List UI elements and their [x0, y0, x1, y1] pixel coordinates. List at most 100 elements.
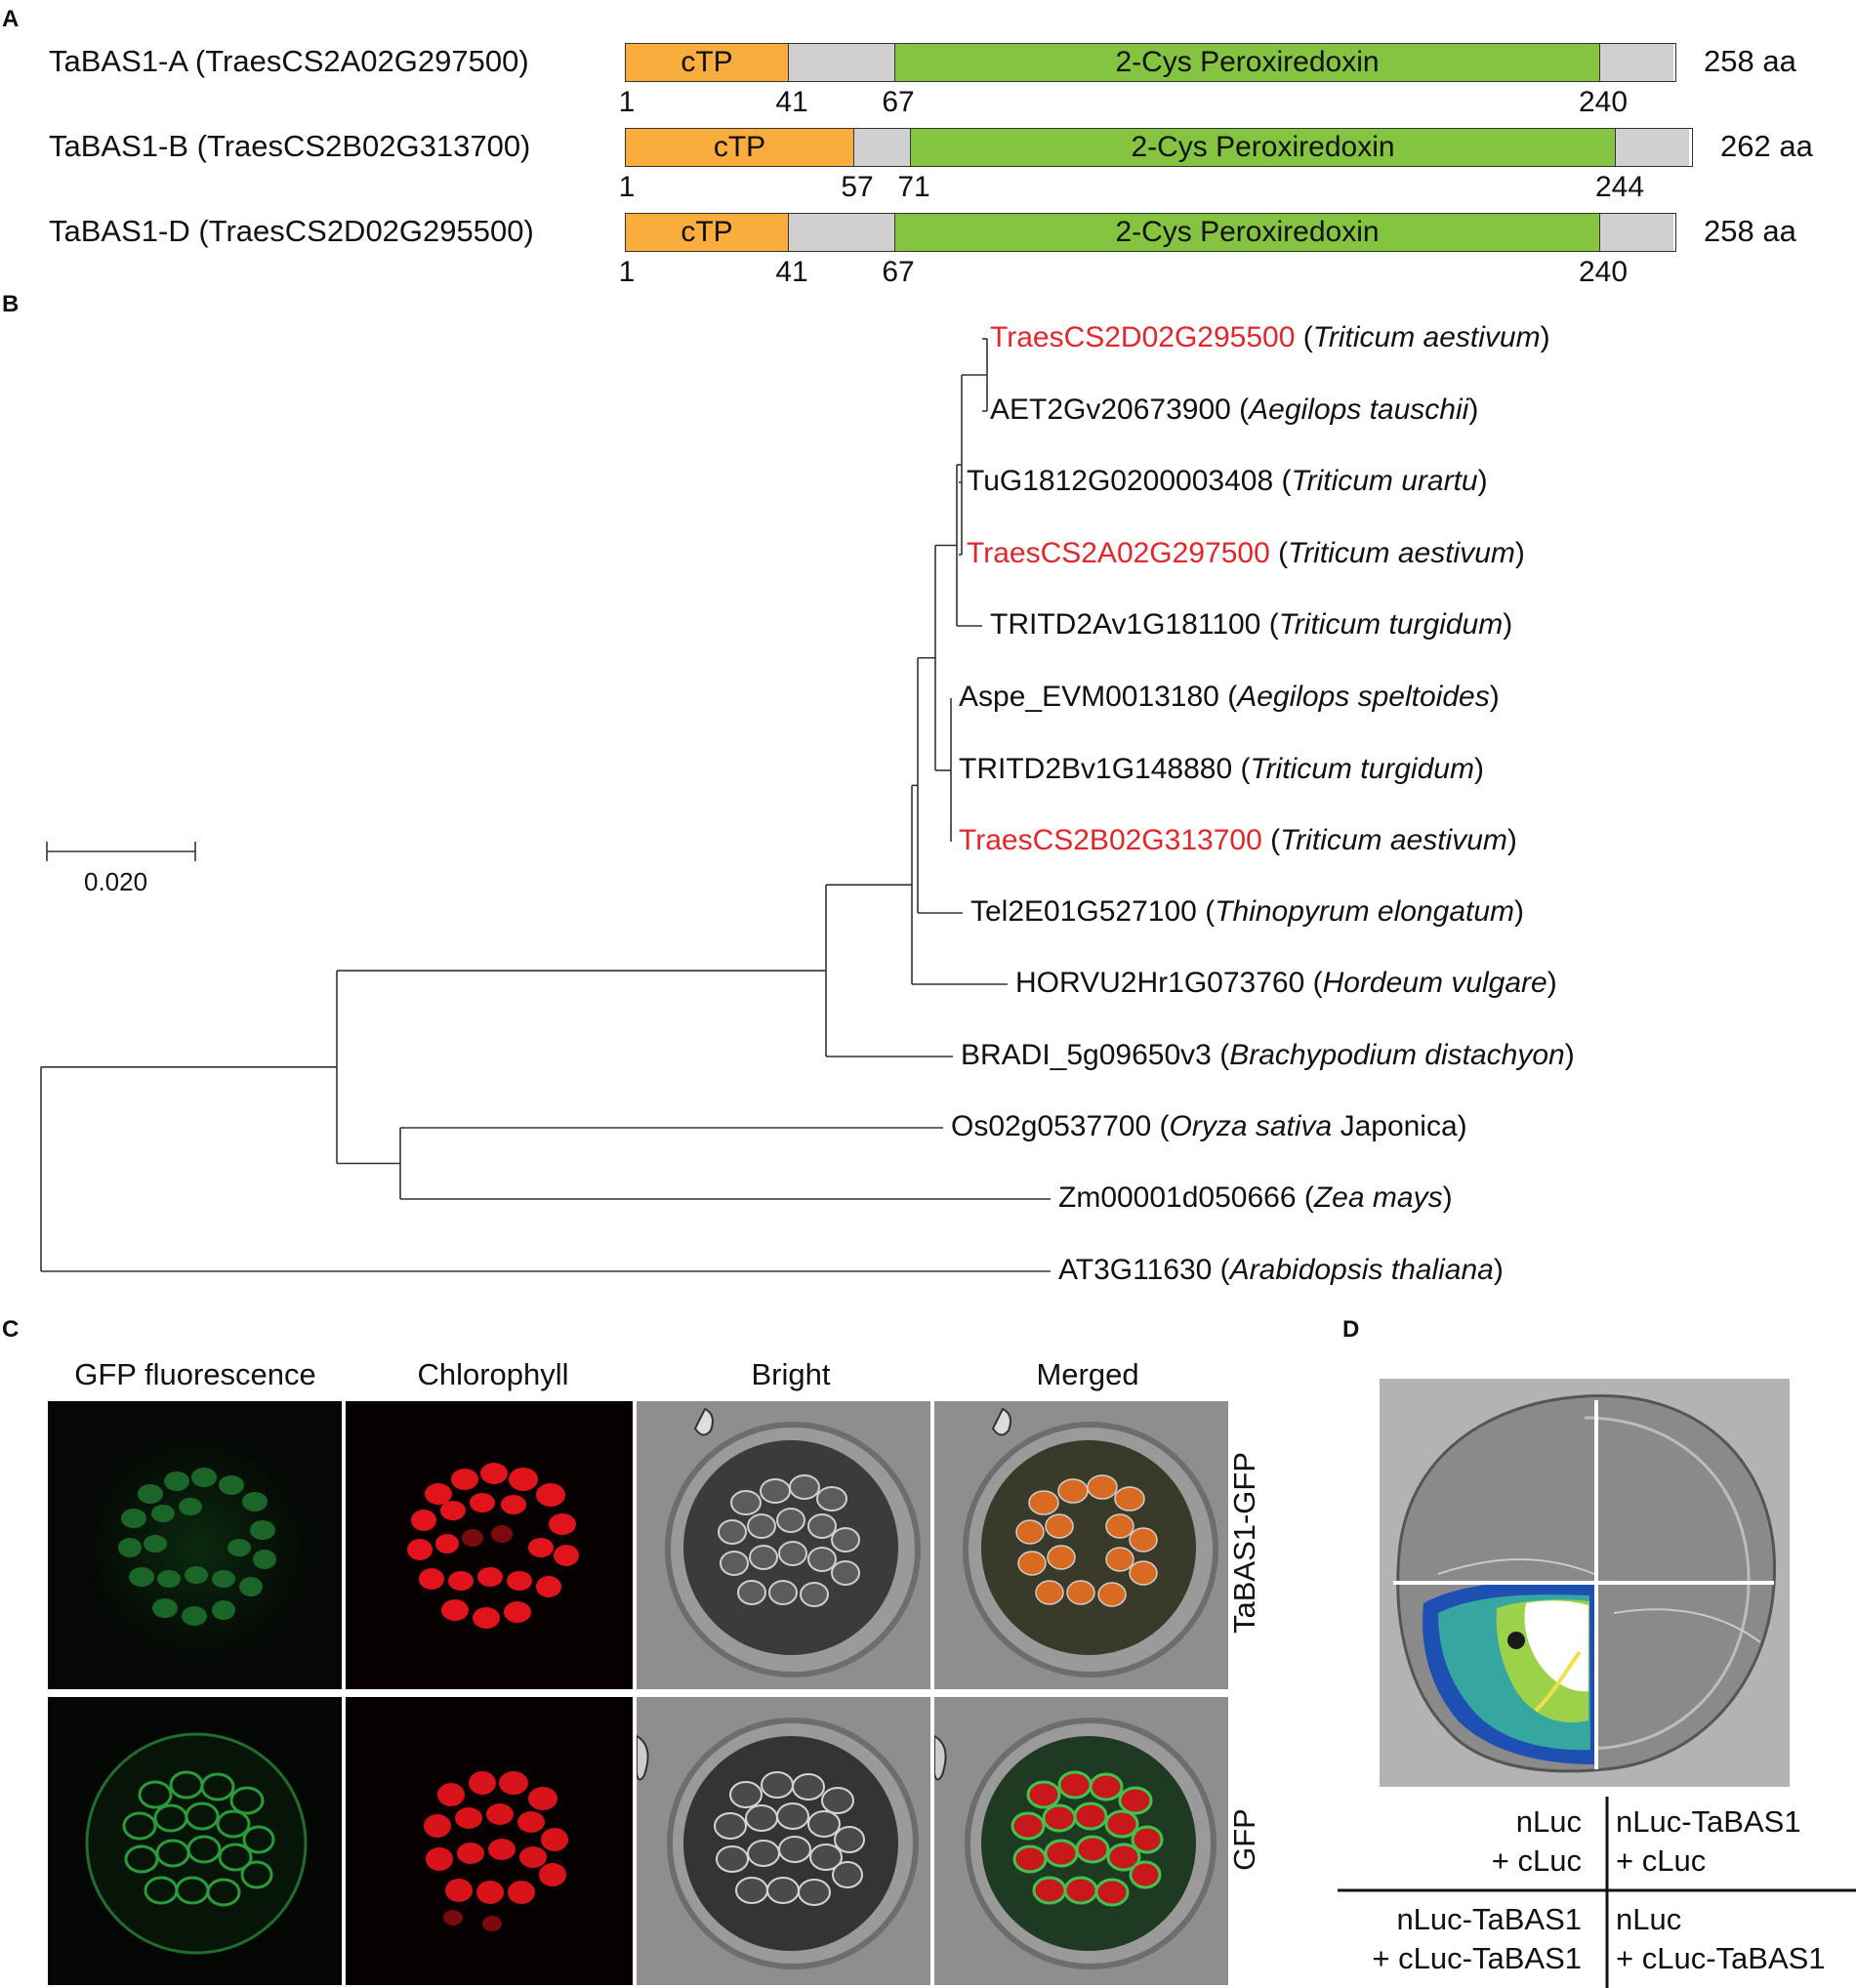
- micrograph-gfp-chlorophyll: [346, 1697, 633, 1985]
- panel-label-d: D: [1342, 1316, 1360, 1343]
- c-terminal-region: [1600, 214, 1673, 251]
- column-header-chlorophyll: Chlorophyll: [417, 1357, 569, 1391]
- combo-bottom-left-line2: + cLuc-TaBAS1: [1372, 1941, 1582, 1976]
- species-name: Triticum aestivum: [1280, 824, 1507, 856]
- micrograph-tabas1-gfp-chlorophyll: [346, 1401, 633, 1689]
- tree-leaf-label: TraesCS2D02G295500 (Triticum aestivum): [990, 321, 1550, 353]
- c-terminal-region: [1600, 44, 1673, 81]
- panel-label-b: B: [2, 291, 20, 317]
- combo-bottom-left-line1: nLuc-TaBAS1: [1396, 1902, 1582, 1936]
- tree-leaf-label: TraesCS2A02G297500 (Triticum aestivum): [967, 537, 1525, 569]
- combo-top-left-line2: + cLuc: [1491, 1843, 1582, 1879]
- micrograph-tabas1-gfp-bright: [637, 1401, 930, 1689]
- gene-id: BRADI_5g09650v3: [961, 1039, 1212, 1071]
- column-header-merged: Merged: [1036, 1357, 1139, 1391]
- species-name: Arabidopsis thaliana: [1229, 1254, 1494, 1286]
- combo-top-left: nLuc + cLuc: [1338, 1802, 1582, 1882]
- combo-top-left-line1: nLuc: [1515, 1804, 1582, 1839]
- gene-label: TaBAS1-B (TraesCS2B02G313700): [49, 129, 531, 163]
- ctp-domain: cTP: [626, 129, 854, 166]
- column-header-bright: Bright: [751, 1357, 831, 1391]
- gene-label: TaBAS1-D (TraesCS2D02G295500): [49, 214, 534, 248]
- tree-leaf-label: BRADI_5g09650v3 (Brachypodium distachyon…: [961, 1039, 1575, 1071]
- peroxiredoxin-domain: 2-Cys Peroxiredoxin: [895, 44, 1600, 81]
- species-name: Aegilops speltoides: [1237, 681, 1490, 713]
- species-name: Hordeum vulgare: [1322, 967, 1547, 999]
- linker-region: [789, 44, 895, 81]
- species-name: Triticum turgidum: [1278, 608, 1504, 641]
- gene-label: TaBAS1-A (TraesCS2A02G297500): [49, 44, 529, 78]
- gene-id: TraesCS2A02G297500: [967, 537, 1270, 569]
- protein-length: 258 aa: [1704, 44, 1796, 78]
- gene-id: HORVU2Hr1G073760: [1015, 967, 1305, 999]
- residue-position: 71: [897, 171, 930, 203]
- ctp-domain: cTP: [626, 44, 789, 81]
- peroxiredoxin-domain: 2-Cys Peroxiredoxin: [911, 129, 1616, 166]
- c-terminal-region: [1616, 129, 1689, 166]
- gene-id: Os02g0537700: [951, 1110, 1152, 1142]
- tree-leaf-label: Aspe_EVM0013180 (Aegilops speltoides): [959, 681, 1500, 713]
- species-name: Zea mays: [1313, 1181, 1443, 1214]
- tree-leaf-label: TuG1812G0200003408 (Triticum urartu): [967, 465, 1488, 497]
- peroxiredoxin-domain: 2-Cys Peroxiredoxin: [895, 214, 1600, 251]
- tree-leaf-label: AT3G11630 (Arabidopsis thaliana): [1058, 1254, 1504, 1286]
- species-name: Triticum aestivum: [1288, 537, 1515, 569]
- tree-leaf-label: TRITD2Bv1G148880 (Triticum turgidum): [959, 753, 1484, 785]
- residue-position: 1: [618, 86, 636, 118]
- residue-position: 67: [882, 86, 915, 118]
- residue-position: 1: [618, 256, 636, 288]
- combo-bottom-left: nLuc-TaBAS1 + cLuc-TaBAS1: [1338, 1900, 1582, 1979]
- row-label-tabas1-gfp: TaBAS1-GFP: [1227, 1451, 1261, 1635]
- linker-region: [789, 214, 895, 251]
- species-name: Triticum turgidum: [1250, 753, 1474, 785]
- species-suffix: Japonica: [1332, 1110, 1458, 1142]
- tree-leaf-label: AET2Gv20673900 (Aegilops tauschii): [990, 393, 1479, 426]
- luciferase-leaf-image: [1380, 1379, 1790, 1787]
- protein-length: 262 aa: [1720, 129, 1813, 163]
- tree-leaf-label: TRITD2Av1G181100 (Triticum turgidum): [990, 608, 1513, 641]
- residue-position: 41: [775, 86, 808, 118]
- gene-id: TraesCS2D02G295500: [990, 321, 1296, 353]
- species-name: Aegilops tauschii: [1249, 393, 1469, 426]
- species-name: Thinopyrum elongatum: [1215, 895, 1515, 928]
- domain-bar: cTP 2-Cys Peroxiredoxin: [625, 43, 1676, 82]
- micrograph-gfp-fluorescence: [48, 1697, 342, 1985]
- domain-bar: cTP 2-Cys Peroxiredoxin: [625, 128, 1693, 167]
- residue-position: 57: [841, 171, 874, 203]
- row-label-gfp: GFP: [1227, 1808, 1261, 1871]
- gene-id: TraesCS2B02G313700: [959, 824, 1262, 856]
- gene-id: TuG1812G0200003408: [967, 465, 1274, 497]
- gene-id: Tel2E01G527100: [970, 895, 1197, 928]
- residue-position: 240: [1578, 256, 1629, 288]
- panel-label-a: A: [2, 6, 20, 32]
- luciferase-grid: [1338, 1797, 1856, 1988]
- combo-top-right-line2: + cLuc: [1616, 1843, 1707, 1879]
- species-name: Triticum aestivum: [1312, 321, 1541, 353]
- residue-position: 41: [775, 256, 808, 288]
- tree-leaf-label: Tel2E01G527100 (Thinopyrum elongatum): [970, 895, 1525, 928]
- micrograph-gfp-bright: [637, 1697, 930, 1985]
- phylogenetic-tree: [40, 338, 1051, 1272]
- tree-leaf-label: TraesCS2B02G313700 (Triticum aestivum): [959, 824, 1517, 856]
- combo-top-right-line1: nLuc-TaBAS1: [1616, 1804, 1801, 1839]
- combo-top-right: nLuc-TaBAS1 + cLuc: [1616, 1802, 1801, 1882]
- species-name: Oryza sativa: [1169, 1110, 1333, 1142]
- micrograph-tabas1-gfp-merged: [934, 1401, 1228, 1689]
- combo-bottom-right: nLuc + cLuc-TaBAS1: [1616, 1900, 1826, 1979]
- residue-position: 244: [1594, 171, 1645, 203]
- gene-id: AET2Gv20673900: [990, 393, 1231, 426]
- gene-id: AT3G11630: [1058, 1254, 1213, 1286]
- gene-id: Zm00001d050666: [1058, 1181, 1297, 1214]
- tree-leaf-label: HORVU2Hr1G073760 (Hordeum vulgare): [1015, 967, 1557, 999]
- gene-id: TRITD2Av1G181100: [990, 608, 1261, 641]
- tree-leaf-label: Os02g0537700 (Oryza sativa Japonica): [951, 1110, 1467, 1142]
- residue-position: 1: [618, 171, 636, 203]
- species-name: Triticum urartu: [1291, 465, 1478, 497]
- scale-bar: [46, 842, 196, 861]
- scale-bar-label: 0.020: [84, 867, 148, 896]
- combo-bottom-right-line1: nLuc: [1616, 1902, 1682, 1936]
- gene-id: Aspe_EVM0013180: [959, 681, 1219, 713]
- linker-region: [854, 129, 911, 166]
- panel-label-c: C: [2, 1316, 20, 1343]
- ctp-domain: cTP: [626, 214, 789, 251]
